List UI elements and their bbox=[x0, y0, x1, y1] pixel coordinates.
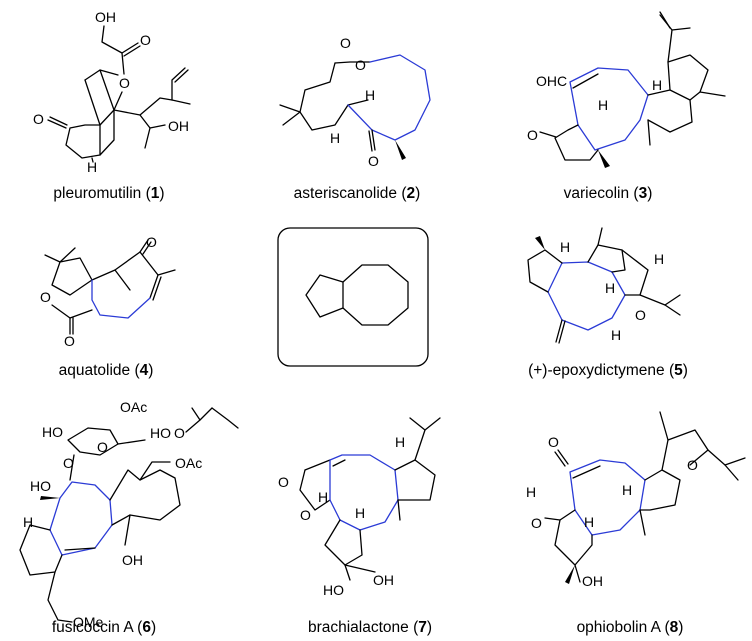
atom-label-h: H bbox=[87, 159, 97, 175]
atom-label-h: H bbox=[622, 482, 632, 498]
atom-label-h: H bbox=[598, 97, 608, 113]
caption-pleuromutilin: pleuromutilin (1) bbox=[53, 185, 164, 202]
atom-label-h: H bbox=[23, 514, 33, 530]
atom-label-ketone-o: O bbox=[146, 234, 157, 250]
atom-label-h: H bbox=[330, 130, 340, 146]
structure-fusicoccin-a: OAc HO HO O O O HO OAc OH OMe H bbox=[19, 399, 239, 630]
caption-ophiobolin-a: ophiobolin A (8) bbox=[577, 619, 684, 636]
atom-label-h: H bbox=[526, 484, 536, 500]
atom-label-h: H bbox=[652, 77, 662, 93]
structure-aquatolide: O O O bbox=[40, 234, 176, 349]
caption-brachialactone: brachialactone (7) bbox=[308, 619, 432, 636]
atom-label-sugar-o: O bbox=[97, 439, 108, 455]
atom-label-ring-o: O bbox=[687, 457, 698, 473]
caption-epoxydictymene: (+)-epoxydictymene (5) bbox=[528, 362, 688, 379]
atom-label-ring-o: O bbox=[355, 57, 366, 73]
atom-label-ester-o: O bbox=[119, 75, 130, 91]
atom-label-ho: HO bbox=[150, 425, 171, 441]
caption-asteriscanolide: asteriscanolide (2) bbox=[294, 185, 421, 202]
atom-label-ring-o: O bbox=[635, 307, 646, 323]
atom-label-h: H bbox=[611, 327, 621, 343]
atom-label-lactone-o: O bbox=[64, 333, 75, 349]
atom-label-oh: OH bbox=[95, 9, 116, 25]
atom-label-ether-o: O bbox=[174, 425, 185, 441]
cyclopentane-ring bbox=[305, 274, 344, 318]
atom-label-ketone-o: O bbox=[527, 127, 538, 143]
atom-label-aldehyde-o: O bbox=[548, 434, 559, 450]
caption-aquatolide: aquatolide (4) bbox=[59, 362, 154, 379]
atom-label-h: H bbox=[365, 87, 375, 103]
atom-label-ho: HO bbox=[42, 424, 63, 440]
atom-label-h: H bbox=[560, 239, 570, 255]
atom-label-ketone-o: O bbox=[368, 153, 379, 169]
atom-label-oh: OH bbox=[373, 572, 394, 588]
atom-label-h: H bbox=[355, 505, 365, 521]
atom-label-ho: HO bbox=[323, 582, 344, 598]
atom-label-oh: OH bbox=[168, 118, 189, 134]
atom-label-carbonyl-o: O bbox=[140, 32, 151, 48]
atom-label-ketone-o: O bbox=[33, 111, 44, 127]
atom-label-h: H bbox=[584, 514, 594, 530]
caption-variecolin: variecolin (3) bbox=[564, 185, 653, 202]
atom-label-ketone-o: O bbox=[531, 515, 542, 531]
atom-label-ohc: OHC bbox=[536, 73, 567, 89]
atom-label-glycoside-o: O bbox=[63, 455, 74, 471]
atom-label-h: H bbox=[654, 251, 664, 267]
atom-label-oac: OAc bbox=[120, 399, 147, 415]
atom-label-oh: OH bbox=[122, 552, 143, 568]
atom-label-h: H bbox=[318, 489, 328, 505]
caption-fusicoccin-a: fusicoccin A (6) bbox=[52, 619, 156, 636]
core-skeleton-box bbox=[277, 227, 429, 367]
structure-brachialactone: O O HO OH H H H bbox=[278, 417, 441, 598]
structure-epoxydictymene: H O H H H bbox=[527, 227, 681, 344]
atom-label-h: H bbox=[395, 434, 405, 450]
structure-ophiobolin-a: O O OH O H H H bbox=[526, 411, 746, 589]
atom-label-oac: OAc bbox=[175, 455, 202, 471]
atom-label-ho: HO bbox=[30, 478, 51, 494]
atom-label-ome: OMe bbox=[73, 614, 104, 630]
structure-variecolin: OHC O H H bbox=[527, 11, 726, 168]
atom-label-ring-o: O bbox=[300, 507, 311, 523]
cyclooctane-ring bbox=[342, 264, 409, 326]
atom-label-h: H bbox=[605, 280, 615, 296]
atom-label-lactone-o: O bbox=[278, 474, 289, 490]
atom-label-ring-o: O bbox=[40, 289, 51, 305]
structure-asteriscanolide: O O H H O bbox=[279, 35, 431, 169]
atom-label-oh: OH bbox=[582, 573, 603, 589]
atom-label-lactone-o: O bbox=[340, 35, 351, 51]
structure-pleuromutilin: OH O O OH O H bbox=[33, 9, 191, 175]
